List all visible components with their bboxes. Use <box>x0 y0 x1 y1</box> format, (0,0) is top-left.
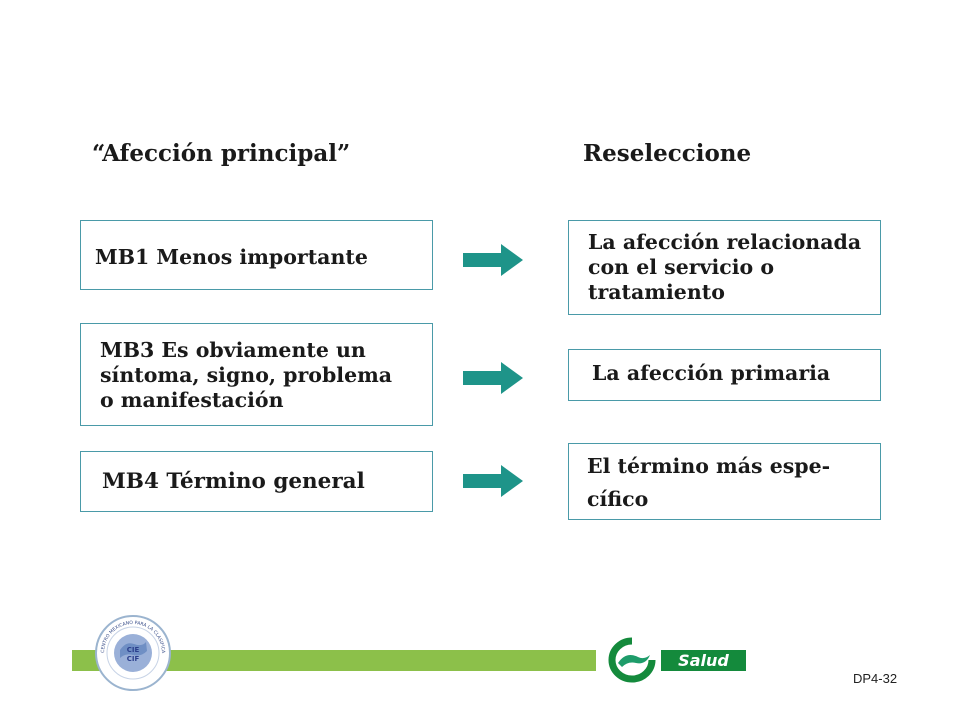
rule-box-mb3: MB3 Es obviamente un síntoma, signo, pro… <box>80 323 433 426</box>
salud-logo: Salud <box>661 650 746 671</box>
rule-label-mb1: MB1 Menos importante <box>95 245 368 269</box>
seal-inner-cif: CIF <box>127 655 140 663</box>
reselect-box-specific-term: El término más espe- cífico <box>568 443 881 520</box>
salud-swirl-icon <box>608 637 656 683</box>
reselect-box-primary-condition: La afección primaria <box>568 349 881 401</box>
reselect-box-related-condition: La afección relacionada con el servicio … <box>568 220 881 315</box>
slide-code: DP4-32 <box>853 671 898 686</box>
heading-principal-condition: “Afección principal” <box>92 140 351 167</box>
reselect-label-specific-term: El término más espe- cífico <box>587 454 831 511</box>
right-arrow-icon <box>463 362 523 394</box>
seal-inner-cie: CIE <box>127 646 140 654</box>
rule-box-mb4: MB4 Término general <box>80 451 433 512</box>
rule-label-mb4: MB4 Término general <box>102 469 365 494</box>
rule-box-mb1: MB1 Menos importante <box>80 220 433 290</box>
right-arrow-icon <box>463 465 523 497</box>
reselect-label-related-condition: La afección relacionada con el servicio … <box>588 230 862 304</box>
right-arrow-icon <box>463 244 523 276</box>
footer-bar <box>72 650 746 671</box>
cemece-seal-logo: CIE CIF CENTRO MEXICANO PARA LA CLASIFIC… <box>94 614 171 691</box>
rule-label-mb3: MB3 Es obviamente un síntoma, signo, pro… <box>100 338 393 412</box>
reselect-label-primary-condition: La afección primaria <box>592 361 831 385</box>
heading-reselect: Reseleccione <box>583 140 752 167</box>
